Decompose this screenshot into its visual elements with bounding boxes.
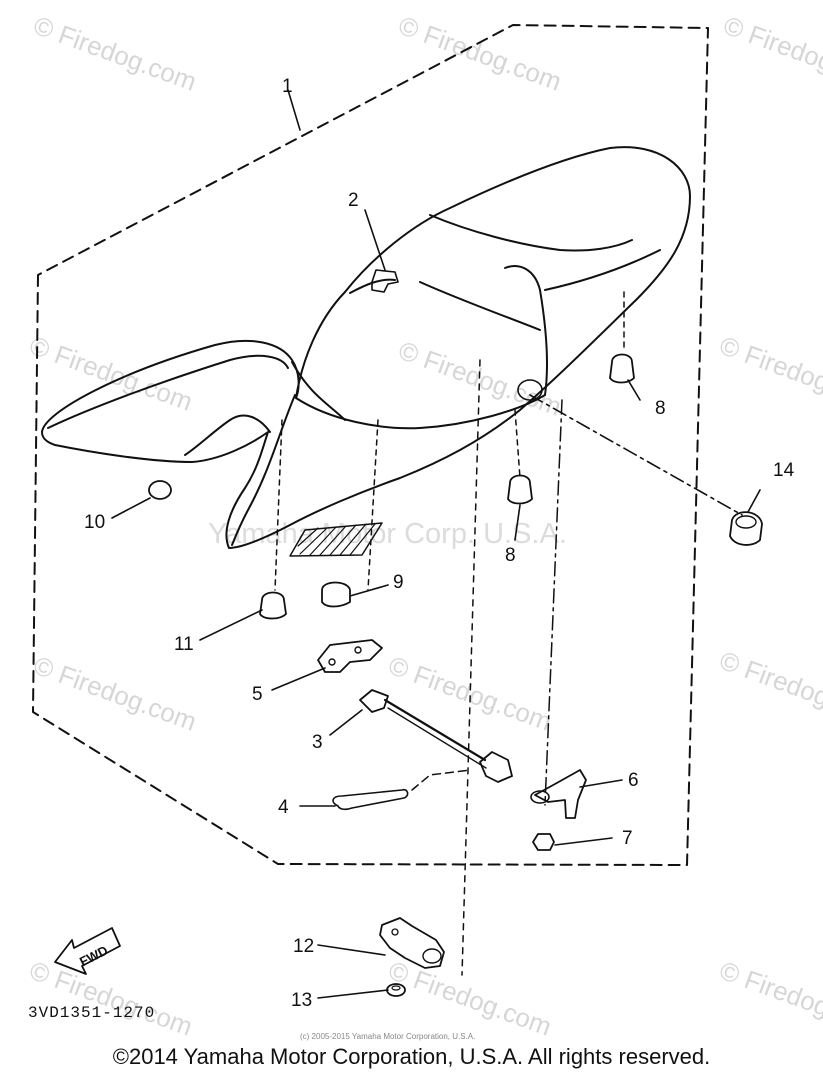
small-copyright: (c) 2005-2015 Yamaha Motor Corporation, … [300,1032,476,1041]
callout-2: 2 [348,190,359,211]
callout-12: 12 [293,936,315,957]
callout-14: 14 [773,460,795,481]
callout-3: 3 [312,732,323,753]
fwd-arrow-icon [54,927,121,975]
callout-8-upper: 8 [655,398,666,419]
callout-7: 7 [622,828,633,849]
assembly-boundary [32,24,709,866]
callout-8-lower: 8 [505,545,516,566]
callout-13: 13 [291,990,313,1011]
fwd-label: FWD [77,943,110,970]
callout-10: 10 [84,512,106,533]
copyright-notice: ©2014 Yamaha Motor Corporation, U.S.A. A… [112,1044,711,1069]
center-watermark: Yamaha Motor Corp. U.S.A. [208,518,567,550]
callout-6: 6 [628,770,639,791]
callout-1: 1 [282,76,293,97]
callout-4: 4 [278,797,289,818]
callout-9: 9 [393,572,404,593]
callout-11: 11 [174,634,194,655]
seat-outline [41,146,691,549]
callout-5: 5 [252,684,263,705]
part-code: 3VD1351-1270 [28,1004,156,1022]
